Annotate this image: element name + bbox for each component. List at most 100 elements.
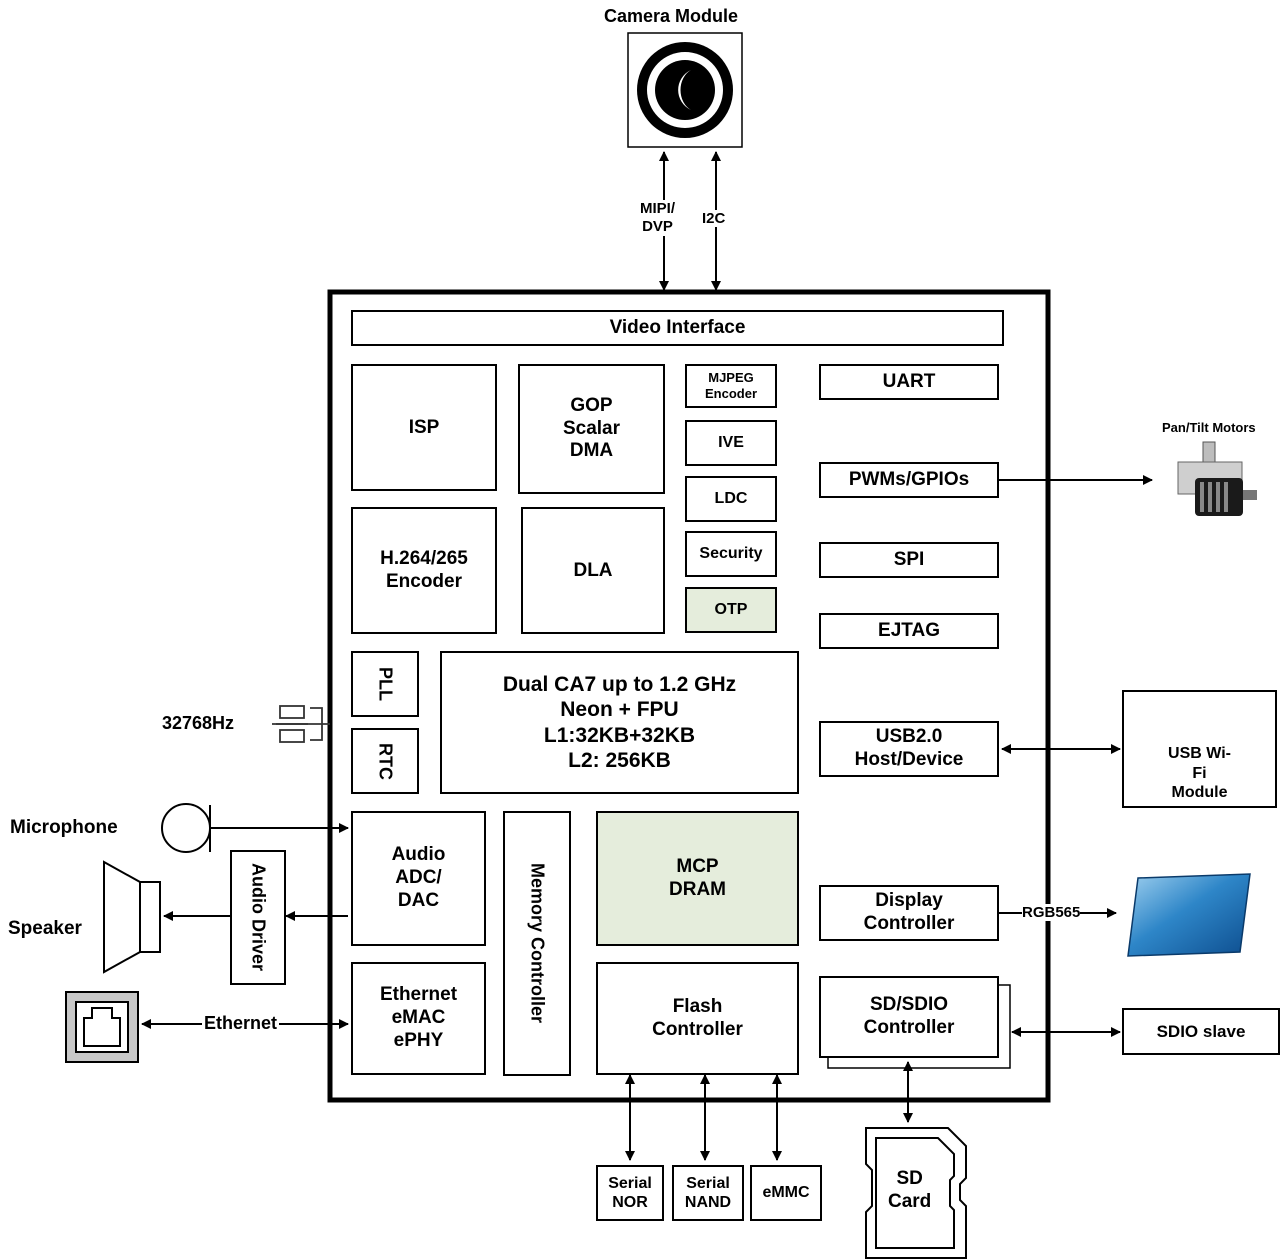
cpu-label-2: Neon + FPU bbox=[560, 698, 679, 722]
spi-label: SPI bbox=[893, 549, 925, 570]
cpu-label-3: L1:32KB+32KB bbox=[543, 723, 696, 747]
dla-label: DLA bbox=[573, 559, 613, 581]
mcp-label-1: MCP bbox=[676, 855, 719, 877]
mcp-dram-block: MCP DRAM bbox=[596, 811, 799, 946]
mjpeg-label-2: Encoder bbox=[704, 386, 757, 401]
ldc-block: LDC bbox=[685, 476, 777, 522]
video-interface-label: Video Interface bbox=[609, 317, 746, 338]
rtc-block: RTC bbox=[351, 728, 419, 794]
sdio-ctrl-label-2: Controller bbox=[863, 1017, 955, 1038]
cpu-block: Dual CA7 up to 1.2 GHz Neon + FPU L1:32K… bbox=[440, 651, 799, 794]
gop-label-2: Scalar bbox=[562, 417, 621, 439]
audio-label-1: Audio bbox=[391, 844, 446, 866]
audio-driver-label-2: Driver bbox=[248, 919, 269, 972]
soc-frame bbox=[327, 289, 1051, 1103]
memory-controller-label: Memory Controller bbox=[527, 863, 548, 1024]
ethernet-jack-icon bbox=[65, 991, 139, 1063]
otp-label: OTP bbox=[714, 601, 748, 618]
crystal-label: 32768Hz bbox=[162, 713, 235, 733]
ethernet-label-3: ePHY bbox=[393, 1029, 444, 1051]
usb-block: USB2.0 Host/Device bbox=[819, 721, 999, 777]
sdio-ctrl-label-1: SD/SDIO bbox=[869, 994, 949, 1016]
sdio-slave-box: SDIO slave bbox=[1122, 1008, 1280, 1055]
crystal-icon bbox=[272, 705, 330, 743]
display-label-1: Display bbox=[875, 890, 943, 912]
ldc-label: LDC bbox=[714, 490, 748, 507]
wifi-label-2: Fi bbox=[1192, 764, 1207, 782]
gop-block: GOP Scalar DMA bbox=[518, 364, 665, 494]
pll-label: PLL bbox=[375, 667, 396, 701]
audio-label-3: DAC bbox=[397, 889, 440, 911]
emmc-label: eMMC bbox=[762, 1184, 810, 1201]
audio-codec-block: Audio ADC/ DAC bbox=[351, 811, 486, 946]
usb-wifi-module-box: USB Wi- Fi Module bbox=[1122, 690, 1277, 808]
video-interface-block: Video Interface bbox=[351, 310, 1004, 346]
rgb-label: RGB565 bbox=[1022, 904, 1081, 921]
memory-controller-block: Memory Controller bbox=[503, 811, 571, 1076]
otp-block: OTP bbox=[685, 587, 777, 633]
nor-label-2: NOR bbox=[612, 1194, 648, 1211]
gop-label-1: GOP bbox=[570, 394, 613, 416]
nor-label-1: Serial bbox=[608, 1174, 652, 1192]
ejtag-block: EJTAG bbox=[819, 613, 999, 649]
sdio-controller-block: SD/SDIO Controller bbox=[819, 976, 999, 1058]
isp-label: ISP bbox=[408, 416, 440, 438]
camera-icon bbox=[627, 32, 743, 148]
ethernet-mac-block: Ethernet eMAC ePHY bbox=[351, 962, 486, 1075]
nand-label-2: NAND bbox=[684, 1194, 732, 1211]
security-label: Security bbox=[699, 545, 763, 562]
ethernet-link-label: Ethernet bbox=[202, 1013, 280, 1034]
camera-module-title: Camera Module bbox=[604, 6, 739, 26]
ejtag-label: EJTAG bbox=[878, 620, 940, 641]
h264-label-1: H.264/265 bbox=[380, 547, 468, 569]
ive-block: IVE bbox=[685, 420, 777, 466]
microphone-icon bbox=[161, 803, 211, 853]
usb-label-2: Host/Device bbox=[854, 749, 964, 770]
emmc-box: eMMC bbox=[750, 1165, 822, 1221]
rtc-label: RTC bbox=[375, 742, 396, 780]
mipi-label-line1: MIPI/ bbox=[640, 200, 676, 217]
mjpeg-label-1: MJPEG bbox=[708, 370, 754, 386]
audio-label-2: ADC/ bbox=[395, 867, 442, 889]
isp-block: ISP bbox=[351, 364, 497, 491]
speaker-label: Speaker bbox=[8, 918, 82, 939]
ethernet-label-2: eMAC bbox=[391, 1007, 446, 1029]
uart-label: UART bbox=[882, 371, 936, 392]
flash-controller-block: Flash Controller bbox=[596, 962, 799, 1075]
display-controller-block: Display Controller bbox=[819, 885, 999, 941]
usb-label-1: USB2.0 bbox=[875, 726, 943, 748]
display-panel-icon bbox=[1127, 873, 1251, 957]
ive-label: IVE bbox=[718, 434, 744, 451]
mcp-label-2: DRAM bbox=[669, 878, 726, 900]
sd-card-label: SD Card bbox=[888, 1168, 931, 1214]
wifi-label-1: USB Wi- bbox=[1168, 745, 1231, 763]
speaker-icon bbox=[103, 860, 161, 974]
nand-label-1: Serial bbox=[686, 1174, 730, 1192]
audio-driver-block: Audio Driver bbox=[230, 850, 286, 985]
dla-block: DLA bbox=[521, 507, 665, 634]
sd-card-label-2: Card bbox=[888, 1190, 932, 1212]
wifi-label-3: Module bbox=[1171, 783, 1228, 801]
gop-label-3: DMA bbox=[569, 440, 614, 462]
h264-label-2: Encoder bbox=[385, 570, 463, 592]
ethernet-label-1: Ethernet bbox=[379, 984, 458, 1006]
mjpeg-encoder-block: MJPEG Encoder bbox=[685, 364, 777, 408]
motor-icon bbox=[1177, 441, 1257, 516]
sd-card-label-1: SD bbox=[896, 1168, 923, 1189]
microphone-label: Microphone bbox=[10, 817, 118, 838]
spi-block: SPI bbox=[819, 542, 999, 578]
mipi-label-line2: DVP bbox=[642, 218, 673, 235]
i2c-label: I2C bbox=[702, 210, 726, 227]
sd-card-icon bbox=[865, 1127, 967, 1259]
pwm-gpio-block: PWMs/GPIOs bbox=[819, 462, 999, 498]
cpu-label-1: Dual CA7 up to 1.2 GHz bbox=[502, 673, 737, 697]
pwm-label: PWMs/GPIOs bbox=[848, 469, 970, 490]
pll-block: PLL bbox=[351, 651, 419, 717]
mipi-label: MIPI/ DVP bbox=[640, 200, 676, 236]
serial-nand-box: Serial NAND bbox=[672, 1165, 744, 1221]
security-block: Security bbox=[685, 531, 777, 577]
cpu-label-4: L2: 256KB bbox=[568, 748, 671, 772]
display-label-2: Controller bbox=[863, 913, 955, 934]
pan-tilt-label: Pan/Tilt Motors bbox=[1162, 420, 1256, 435]
flash-label-2: Controller bbox=[652, 1018, 743, 1040]
